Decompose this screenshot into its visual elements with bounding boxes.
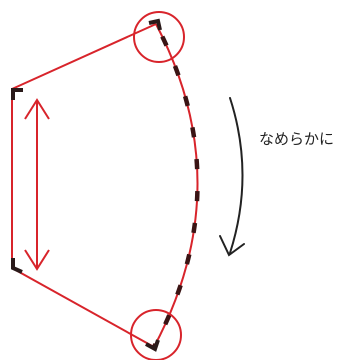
- top-edge: [11, 23, 157, 90]
- flow-arrow-shaft: [229, 97, 244, 254]
- corner-marker-top-left: [11, 88, 23, 100]
- smooth-flow-arrow: [219, 97, 245, 257]
- double-arrow-head-top: [24, 98, 50, 120]
- double-arrow-head-bottom: [24, 249, 50, 271]
- outline-straight-edges: [11, 23, 157, 348]
- flow-arrow-head: [219, 235, 245, 257]
- corner-markers: [11, 18, 162, 352]
- curve-segment-marks: [152, 22, 200, 349]
- corner-marker-bottom-right: [145, 339, 160, 352]
- highlight-circle-top: [133, 11, 185, 63]
- corner-marker-bottom-left: [11, 258, 23, 274]
- highlight-circle-bottom: [130, 309, 182, 360]
- double-arrow: [24, 98, 50, 271]
- bottom-edge: [11, 267, 155, 348]
- annotation-label: なめらかに: [259, 130, 334, 148]
- corner-marker-top-right: [148, 18, 162, 31]
